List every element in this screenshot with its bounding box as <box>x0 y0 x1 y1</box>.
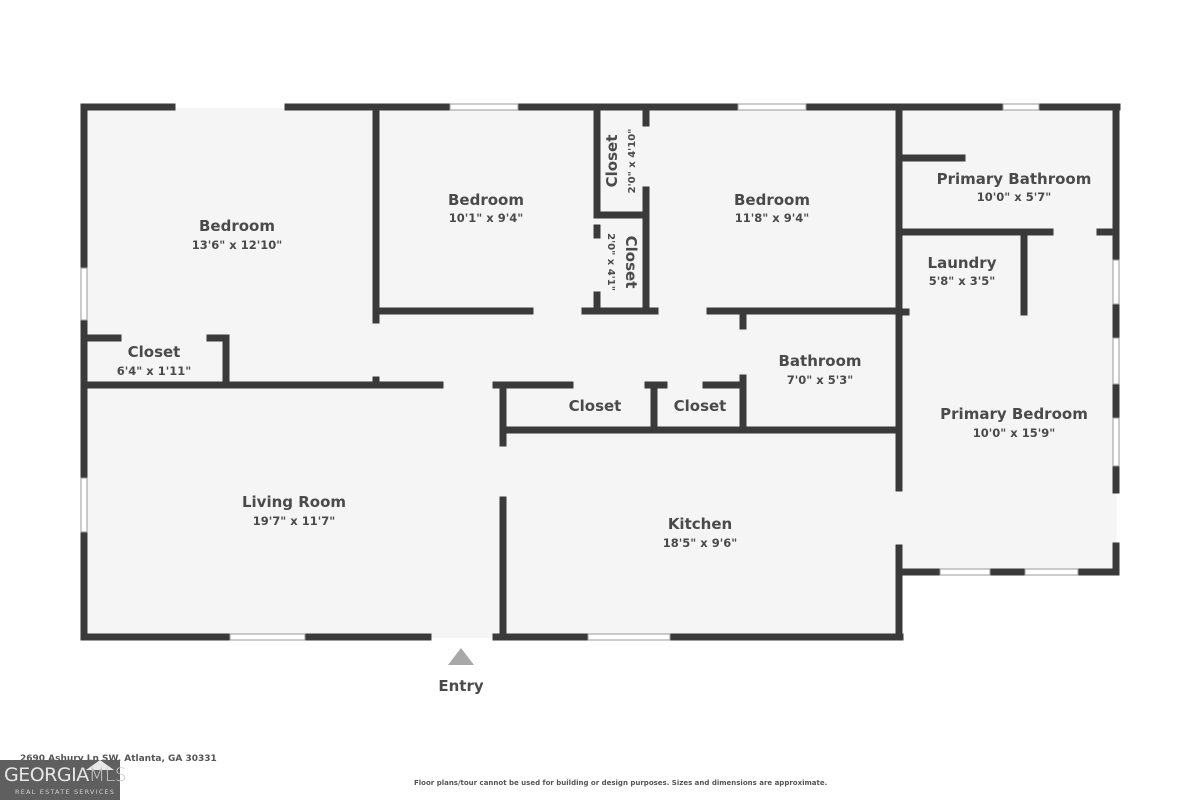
room-dims: 18'5" x 9'6" <box>663 536 737 550</box>
room-label: Closet <box>674 397 727 415</box>
room-label: Closet <box>622 236 640 289</box>
entry-label: Entry <box>438 677 483 695</box>
room-dims: 7'0" x 5'3" <box>787 373 853 387</box>
room-dims: 6'4" x 1'11" <box>117 364 191 378</box>
room-dims: 19'7" x 11'7" <box>253 514 335 528</box>
entry-arrow-icon <box>448 648 474 665</box>
room-label: Primary Bathroom <box>937 170 1092 188</box>
logo-subtitle: REAL ESTATE SERVICES <box>15 788 116 796</box>
room-dims: 11'8" x 9'4" <box>735 211 809 225</box>
room-dims: 2'0" x 4'10" <box>627 129 638 194</box>
room-label: Kitchen <box>668 515 732 533</box>
room-label: Closet <box>569 397 622 415</box>
walls <box>80 103 1121 641</box>
room-label: Closet <box>128 343 181 361</box>
room-labels: Bedroom 13'6" x 12'10" Bedroom 10'1" x 9… <box>117 129 1092 695</box>
property-address: 2690 Ashury Ln SW, Atlanta, GA 30331 <box>20 754 217 764</box>
room-label: Laundry <box>928 254 997 272</box>
room-label: Bedroom <box>199 217 275 235</box>
room-label: Bathroom <box>778 352 861 370</box>
room-dims: 5'8" x 3'5" <box>929 274 995 288</box>
logo-main-text: GEORGIA <box>4 764 89 786</box>
georgia-mls-logo: GEORGIAMLS REAL ESTATE SERVICES <box>0 760 127 800</box>
room-label: Bedroom <box>448 191 524 209</box>
room-label: Bedroom <box>734 191 810 209</box>
room-dims: 10'0" x 15'9" <box>973 426 1055 440</box>
room-dims: 10'0" x 5'7" <box>977 190 1051 204</box>
room-dims: 13'6" x 12'10" <box>192 238 282 252</box>
logo-mls-text: MLS <box>88 764 127 786</box>
room-label: Living Room <box>242 493 346 511</box>
disclaimer-text: Floor plans/tour cannot be used for buil… <box>414 779 828 787</box>
room-dims: 10'1" x 9'4" <box>449 211 523 225</box>
room-label: Primary Bedroom <box>940 405 1088 423</box>
roof-icon <box>86 760 114 770</box>
room-dims: 2'0" x 4'1" <box>605 233 616 291</box>
logo-wordmark: GEORGIAMLS <box>4 764 127 786</box>
windows <box>80 103 1120 641</box>
room-label: Closet <box>603 135 621 188</box>
